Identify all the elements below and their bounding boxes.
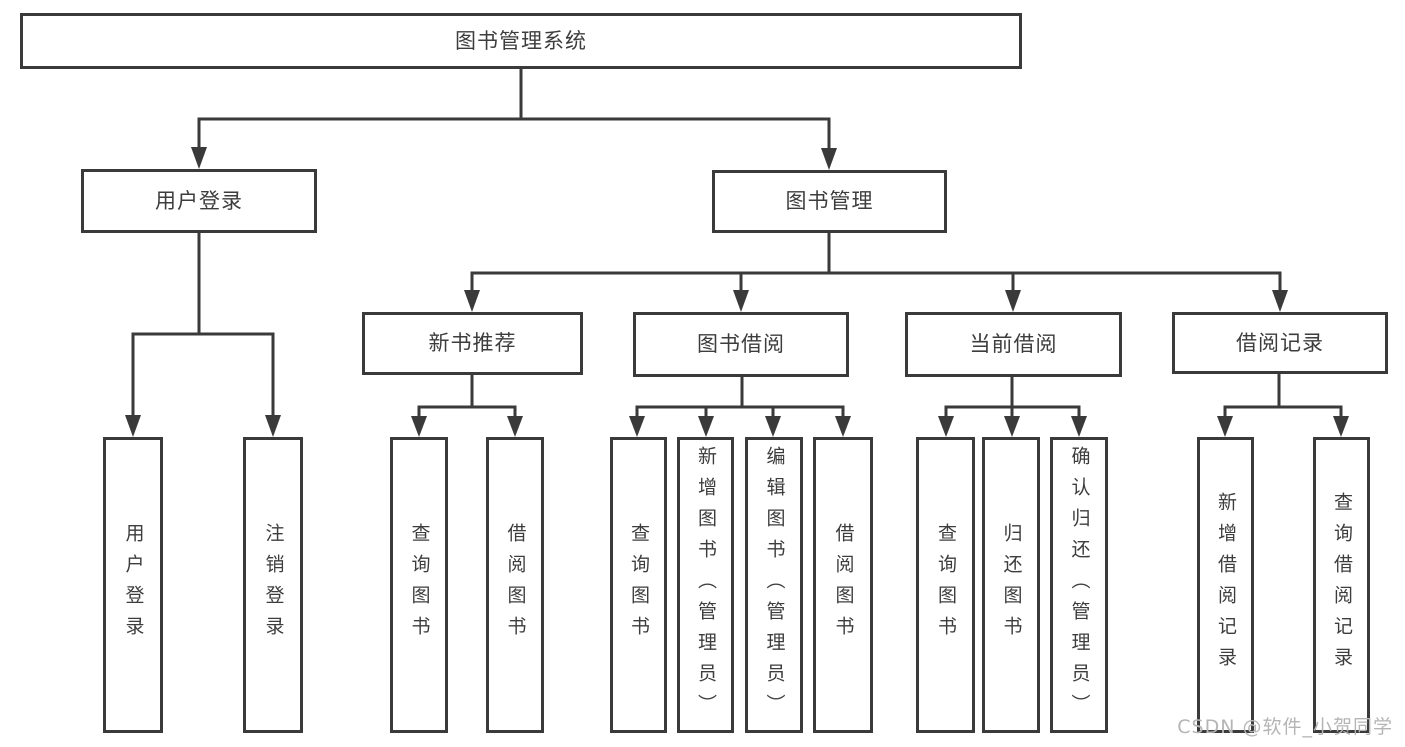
leaf-confirm-return-admin: 确认归还（管理员）: [1050, 437, 1108, 733]
leaf-user-login: 用户登录: [103, 437, 163, 733]
leaf-borrow-books-recommend: 借阅图书: [486, 437, 544, 733]
leaf-edit-book-admin: 编辑图书（管理员）: [745, 437, 803, 733]
leaf-logout: 注销登录: [243, 437, 303, 733]
leaf-borrow-books: 借阅图书: [813, 437, 873, 733]
leaf-query-books-recommend: 查询图书: [390, 437, 448, 733]
leaf-return-book: 归还图书: [982, 437, 1040, 733]
leaf-query-books-current: 查询图书: [916, 437, 975, 733]
node-current-borrowing: 当前借阅: [905, 312, 1122, 377]
node-library-system: 图书管理系统: [20, 13, 1022, 69]
node-book-borrowing: 图书借阅: [633, 312, 849, 377]
leaf-add-borrow-record: 新增借阅记录: [1197, 437, 1254, 733]
leaf-query-books-borrow: 查询图书: [610, 437, 667, 733]
node-borrowing-records: 借阅记录: [1172, 312, 1388, 374]
watermark: CSDN @软件_小贺同学: [1177, 716, 1393, 738]
leaf-add-book-admin: 新增图书（管理员）: [677, 437, 734, 733]
node-new-book-recommend: 新书推荐: [362, 312, 583, 375]
node-user-login: 用户登录: [81, 169, 317, 233]
node-book-management: 图书管理: [712, 170, 947, 233]
leaf-query-borrow-record: 查询借阅记录: [1313, 437, 1370, 733]
